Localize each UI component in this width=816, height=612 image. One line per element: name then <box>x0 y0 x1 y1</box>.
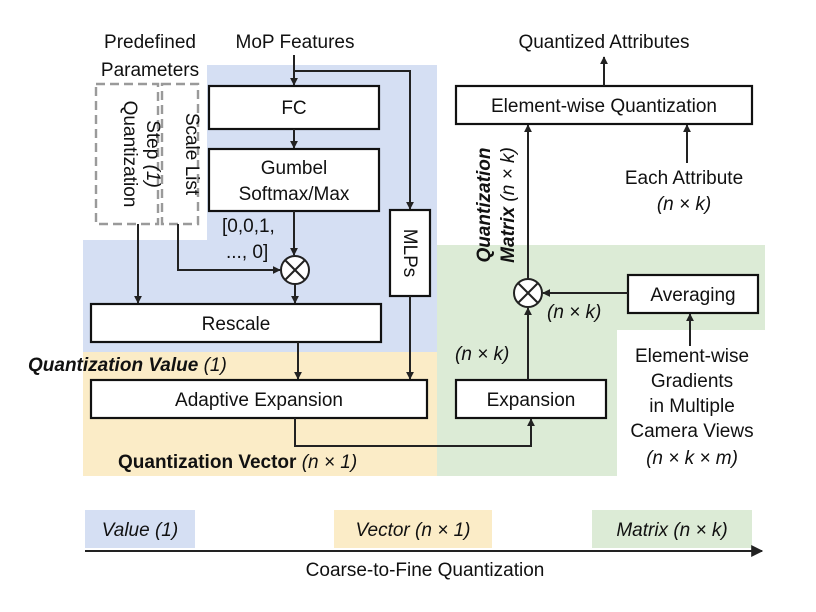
mlps-box <box>388 208 432 298</box>
coarse-to-fine-label: Coarse-to-Fine Quantization <box>306 560 545 581</box>
elementwise-quantization-label: Element-wise Quantization <box>491 96 717 117</box>
legend-value-label: Value (1) <box>102 520 178 541</box>
multiply-operator-left <box>280 255 310 285</box>
expansion-label: Expansion <box>487 390 576 411</box>
averaging-box <box>626 273 760 315</box>
elementwise-quantization-box <box>454 84 754 126</box>
mop-features-label: MoP Features <box>236 32 355 53</box>
gradients-line4: Camera Views <box>630 421 753 442</box>
gumbel-label-line2: Softmax/Max <box>239 184 350 205</box>
quantization-value-label: Quantization Value (1) <box>28 355 227 376</box>
legend-value-swatch <box>85 510 195 548</box>
fc-label: FC <box>281 98 306 119</box>
quantization-matrix-line1: Quantization <box>474 147 495 262</box>
expansion-box <box>454 378 608 420</box>
rescale-box <box>89 302 383 344</box>
legend-matrix-label: Matrix (n × k) <box>616 520 727 541</box>
quantization-step-label: Quantization <box>119 101 140 208</box>
onehot-label-line2: ..., 0] <box>226 242 268 263</box>
onehot-label-line1: [0,0,1, <box>222 216 275 237</box>
gradients-line3: in Multiple <box>649 396 735 417</box>
quantization-step-sub: Step (1) <box>142 120 163 188</box>
scale-list-box <box>160 82 200 226</box>
gumbel-box <box>207 147 381 213</box>
nk-label-right: (n × k) <box>547 302 601 323</box>
rescale-label: Rescale <box>202 314 271 335</box>
gradients-line1: Element-wise <box>635 346 749 367</box>
gumbel-label-line1: Gumbel <box>261 158 328 179</box>
scale-list-label: Scale List <box>181 113 202 196</box>
legend-vector-label: Vector (n × 1) <box>356 520 471 541</box>
quantization-matrix-line2: Matrix (n × k) <box>498 147 519 263</box>
each-attribute-dim: (n × k) <box>657 194 711 215</box>
predefined-parameters-line1: Predefined <box>104 32 196 53</box>
gradients-dim: (n × k × m) <box>646 448 738 469</box>
fc-box <box>207 84 381 131</box>
multiply-operator-right <box>513 278 543 308</box>
adaptive-expansion-box <box>89 378 429 420</box>
adaptive-expansion-label: Adaptive Expansion <box>175 390 343 411</box>
nk-label-left: (n × k) <box>455 344 509 365</box>
legend-vector-swatch <box>334 510 492 548</box>
averaging-label: Averaging <box>650 285 735 306</box>
connectors <box>134 55 694 447</box>
mlps-label: MLPs <box>399 229 420 278</box>
legend-matrix-swatch <box>592 510 752 548</box>
predefined-parameters-line2: Parameters <box>101 60 199 81</box>
each-attribute-label: Each Attribute <box>625 168 743 189</box>
quantization-vector-label: Quantization Vector (n × 1) <box>118 452 357 473</box>
quantization-step-box <box>94 82 160 226</box>
quantized-attributes-label: Quantized Attributes <box>518 32 689 53</box>
gradients-line2: Gradients <box>651 371 733 392</box>
